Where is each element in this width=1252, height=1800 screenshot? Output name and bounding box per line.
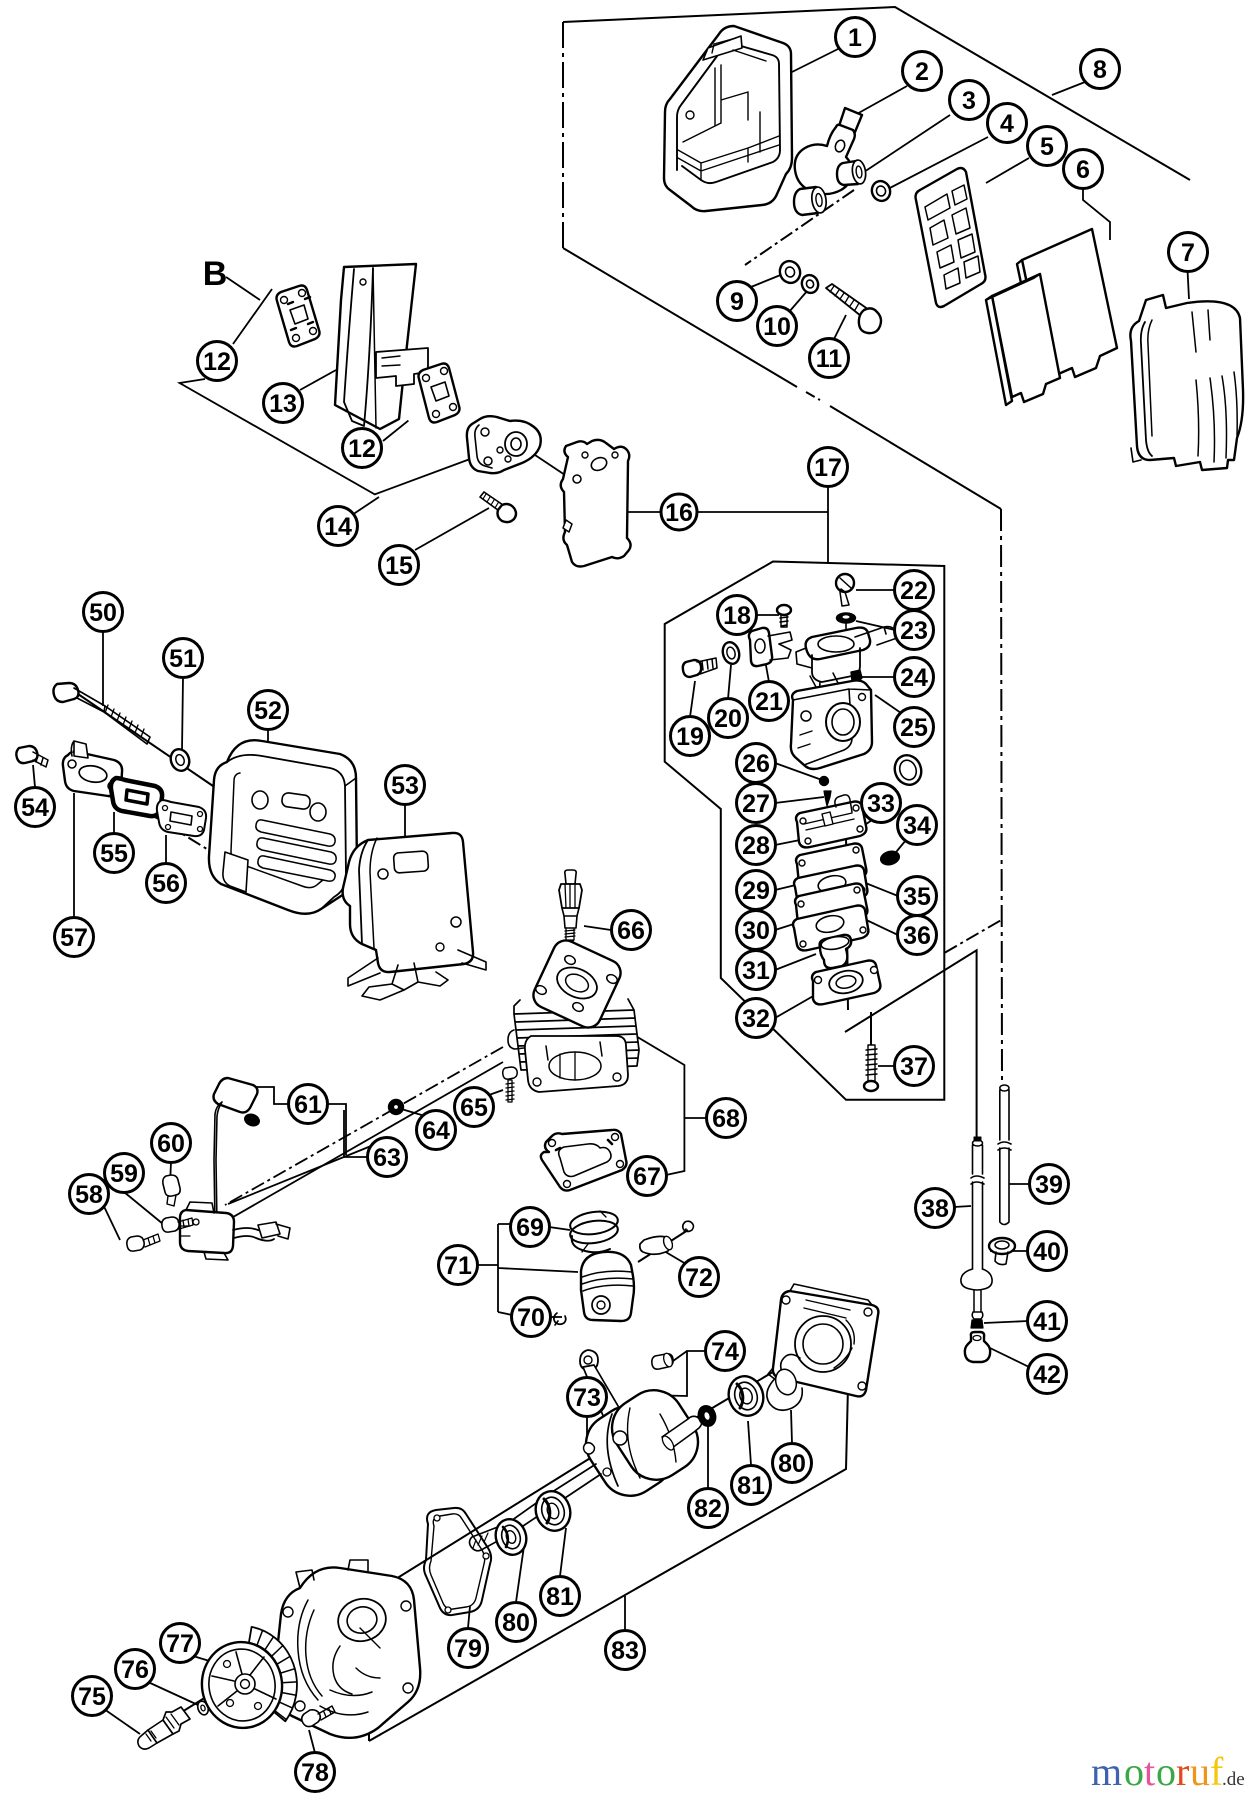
svg-text:30: 30 — [742, 917, 770, 945]
svg-text:11: 11 — [816, 345, 843, 373]
svg-text:53: 53 — [391, 772, 419, 800]
svg-text:4: 4 — [1000, 110, 1014, 138]
svg-text:28: 28 — [742, 832, 770, 860]
svg-text:69: 69 — [516, 1214, 544, 1242]
svg-text:23: 23 — [900, 617, 928, 645]
svg-text:65: 65 — [460, 1094, 488, 1122]
svg-text:83: 83 — [611, 1637, 639, 1665]
svg-text:37: 37 — [900, 1053, 928, 1081]
svg-text:12: 12 — [348, 435, 376, 463]
svg-text:75: 75 — [78, 1683, 106, 1711]
svg-text:32: 32 — [742, 1005, 770, 1033]
svg-text:34: 34 — [903, 812, 931, 840]
svg-text:50: 50 — [89, 599, 117, 627]
svg-text:14: 14 — [324, 513, 352, 541]
svg-text:29: 29 — [742, 877, 770, 905]
svg-text:74: 74 — [711, 1338, 739, 1366]
svg-text:66: 66 — [617, 917, 645, 945]
svg-text:r: r — [1176, 1749, 1189, 1794]
svg-text:52: 52 — [254, 697, 282, 725]
svg-text:25: 25 — [900, 714, 928, 742]
svg-text:78: 78 — [301, 1759, 329, 1787]
svg-text:5: 5 — [1040, 133, 1054, 161]
svg-text:27: 27 — [742, 790, 770, 818]
svg-text:8: 8 — [1093, 56, 1107, 84]
svg-text:77: 77 — [166, 1630, 194, 1658]
svg-text:51: 51 — [169, 645, 197, 673]
svg-text:38: 38 — [921, 1195, 949, 1223]
svg-text:u: u — [1190, 1749, 1210, 1794]
svg-text:12: 12 — [203, 348, 231, 376]
svg-text:56: 56 — [152, 870, 180, 898]
svg-text:18: 18 — [723, 602, 751, 630]
svg-text:63: 63 — [373, 1144, 401, 1172]
svg-text:79: 79 — [454, 1635, 482, 1663]
svg-text:22: 22 — [900, 577, 928, 605]
svg-text:t: t — [1144, 1749, 1155, 1794]
svg-text:16: 16 — [665, 499, 693, 527]
svg-text:80: 80 — [778, 1450, 806, 1478]
svg-text:68: 68 — [712, 1105, 740, 1133]
svg-text:33: 33 — [867, 790, 895, 818]
svg-text:55: 55 — [100, 840, 128, 868]
svg-text:f: f — [1210, 1749, 1224, 1794]
svg-text:21: 21 — [755, 688, 783, 716]
svg-text:59: 59 — [110, 1160, 138, 1188]
svg-text:54: 54 — [21, 794, 49, 822]
svg-text:15: 15 — [385, 552, 413, 580]
svg-text:67: 67 — [633, 1163, 661, 1191]
svg-text:41: 41 — [1033, 1308, 1061, 1336]
svg-text:9: 9 — [730, 288, 744, 316]
svg-text:81: 81 — [546, 1583, 574, 1611]
svg-text:40: 40 — [1033, 1238, 1061, 1266]
svg-text:10: 10 — [763, 313, 791, 341]
svg-text:80: 80 — [502, 1609, 530, 1637]
svg-text:73: 73 — [573, 1384, 601, 1412]
svg-text:64: 64 — [422, 1117, 450, 1145]
svg-text:36: 36 — [903, 922, 931, 950]
svg-text:B: B — [203, 255, 228, 293]
svg-text:1: 1 — [848, 24, 862, 52]
svg-text:42: 42 — [1033, 1361, 1061, 1389]
svg-text:81: 81 — [737, 1472, 765, 1500]
svg-text:76: 76 — [121, 1656, 149, 1684]
svg-text:.de: .de — [1222, 1769, 1245, 1790]
svg-text:26: 26 — [742, 750, 770, 778]
svg-text:72: 72 — [685, 1264, 713, 1292]
svg-text:39: 39 — [1035, 1171, 1063, 1199]
svg-text:71: 71 — [444, 1252, 472, 1280]
svg-text:19: 19 — [676, 723, 704, 751]
svg-text:2: 2 — [915, 58, 929, 86]
svg-text:6: 6 — [1076, 156, 1090, 184]
svg-text:24: 24 — [900, 664, 928, 692]
svg-text:m: m — [1091, 1749, 1122, 1794]
svg-text:57: 57 — [60, 924, 88, 952]
svg-text:17: 17 — [814, 454, 842, 482]
svg-text:o: o — [1156, 1749, 1176, 1794]
svg-text:31: 31 — [742, 957, 770, 985]
svg-text:61: 61 — [294, 1091, 322, 1119]
svg-text:7: 7 — [1181, 239, 1195, 267]
svg-text:35: 35 — [903, 883, 931, 911]
svg-text:o: o — [1124, 1749, 1144, 1794]
svg-text:60: 60 — [157, 1130, 185, 1158]
svg-text:13: 13 — [269, 390, 297, 418]
svg-text:70: 70 — [517, 1304, 545, 1332]
svg-text:82: 82 — [694, 1495, 722, 1523]
svg-text:3: 3 — [962, 87, 976, 115]
svg-text:20: 20 — [714, 705, 742, 733]
svg-text:58: 58 — [75, 1181, 103, 1209]
